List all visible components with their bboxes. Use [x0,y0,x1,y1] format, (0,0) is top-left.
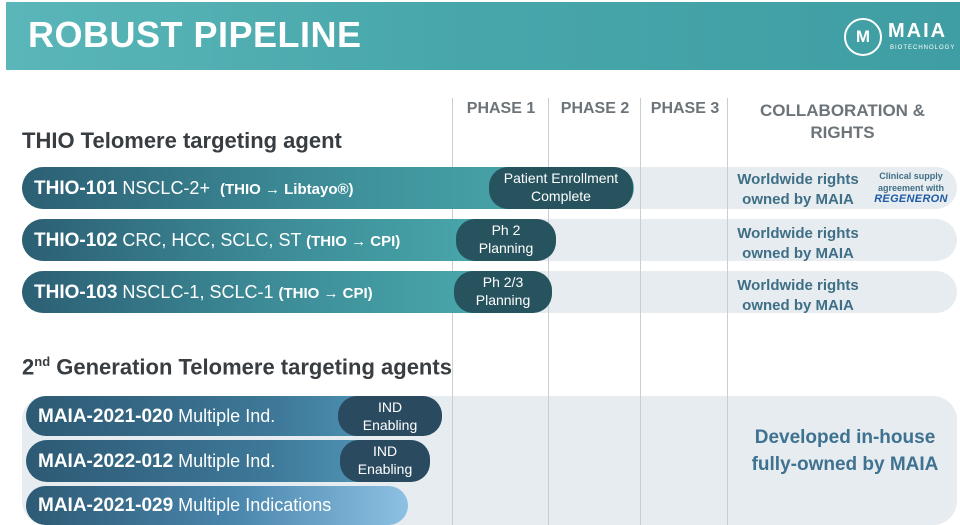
program-bar-maia-2021-029: MAIA-2021-029 Multiple Indications [26,486,408,525]
logo-wordmark: MAIA [888,20,948,42]
maia-logo: M MAIA BIOTECHNOLOGY [844,18,959,60]
page-title: ROBUST PIPELINE [28,14,362,55]
logo-subtitle: BIOTECHNOLOGY [890,45,956,51]
column-phase-3: PHASE 3 [650,100,720,117]
header-banner: ROBUST PIPELINE M MAIA BIOTECHNOLOGY [6,2,960,70]
column-phase-1: PHASE 1 [466,100,536,117]
section-gen2: 2nd Generation Telomere targeting agents [22,354,452,380]
regeneron-logo: REGENERON [874,193,948,205]
divider-collaboration [727,98,728,525]
logo-mark-icon: M [844,18,882,56]
column-phase-2: PHASE 2 [560,100,630,117]
section-thio: THIO Telomere targeting agent [22,128,342,153]
divider-phase-2 [548,98,549,525]
divider-phase-3 [640,98,641,525]
column-collaboration: COLLABORATION & RIGHTS [760,101,925,142]
